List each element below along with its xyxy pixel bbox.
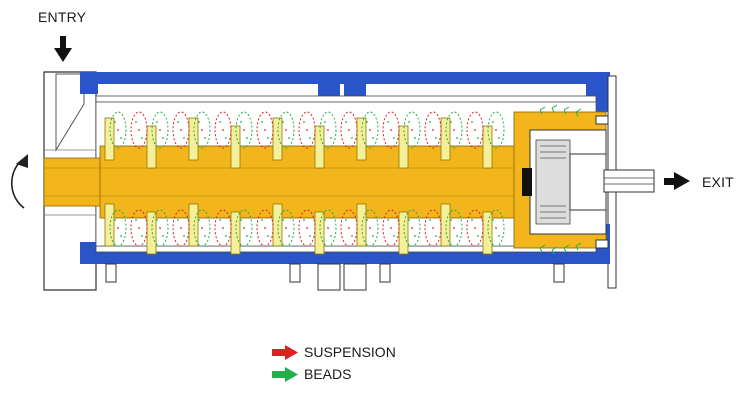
entry-label: ENTRY xyxy=(38,9,87,25)
circulation-loop xyxy=(193,111,211,149)
circulation-loop xyxy=(151,209,169,247)
grinding-disc xyxy=(230,125,241,169)
circulation-loop xyxy=(361,111,379,149)
circulation-loop xyxy=(235,209,253,247)
arrow-right-icon xyxy=(272,345,298,360)
grinding-disc xyxy=(440,117,451,161)
grinding-disc xyxy=(272,117,283,161)
circulation-loop xyxy=(277,111,295,149)
circulation-loop xyxy=(382,209,400,247)
grinding-disc xyxy=(314,211,325,255)
grinding-disc xyxy=(104,203,115,247)
rotation-arrow-icon xyxy=(10,154,28,209)
circulation-loop xyxy=(172,209,190,247)
circulation-loop xyxy=(256,111,274,149)
grinding-disc xyxy=(398,211,409,255)
circulation-loop xyxy=(466,111,484,149)
circulation-loop xyxy=(298,209,316,247)
circulation-loop xyxy=(319,209,337,247)
circulation-loop xyxy=(214,111,232,149)
grinding-disc xyxy=(440,203,451,247)
circulation-loop xyxy=(445,209,463,247)
bead-flow-arrow xyxy=(539,106,546,115)
rotor-shaft xyxy=(43,145,535,219)
grinding-disc xyxy=(482,211,493,255)
bead-flow-arrow xyxy=(539,244,546,253)
circulation-loop xyxy=(109,111,127,149)
legend-item-suspension: SUSPENSION xyxy=(272,344,396,360)
grinding-disc xyxy=(230,211,241,255)
exit-label: EXIT xyxy=(702,174,734,190)
circulation-loop xyxy=(403,111,421,149)
legend-label-suspension: SUSPENSION xyxy=(304,344,396,360)
mounting-bolts xyxy=(105,263,565,291)
bead-flow-arrow xyxy=(575,242,582,251)
grinding-discs xyxy=(104,117,493,255)
grinding-disc xyxy=(146,125,157,169)
circulation-loop xyxy=(424,111,442,149)
outlet-pipe xyxy=(603,169,655,193)
circulation-loop xyxy=(193,209,211,247)
grinding-disc xyxy=(188,203,199,247)
circulation-loop xyxy=(277,209,295,247)
separator-assembly xyxy=(513,111,609,249)
circulation-loop xyxy=(340,111,358,149)
flow-loops xyxy=(109,104,582,255)
circulation-loop xyxy=(235,111,253,149)
circulation-loop xyxy=(340,209,358,247)
circulation-loop xyxy=(151,111,169,149)
legend-item-beads: BEADS xyxy=(272,366,351,382)
grinding-disc xyxy=(482,125,493,169)
circulation-loop xyxy=(445,111,463,149)
circulation-loop xyxy=(487,209,505,247)
circulation-loop xyxy=(172,111,190,149)
circulation-loop xyxy=(130,209,148,247)
grinding-disc xyxy=(314,125,325,169)
circulation-loop xyxy=(361,209,379,247)
circulation-loop xyxy=(319,111,337,149)
bead-flow-arrow xyxy=(551,246,558,255)
legend: SUSPENSION BEADS xyxy=(272,344,396,382)
grinding-disc xyxy=(398,125,409,169)
bead-flow-arrow xyxy=(563,244,570,253)
arrow-right-icon xyxy=(664,172,690,190)
bead-flow-arrow xyxy=(575,108,582,117)
circulation-loop xyxy=(130,111,148,149)
grinding-disc xyxy=(356,203,367,247)
circulation-loop xyxy=(424,209,442,247)
grinding-disc xyxy=(188,117,199,161)
circulation-loop xyxy=(298,111,316,149)
bead-flow-arrow xyxy=(563,106,570,115)
bead-flow-arrow xyxy=(551,104,558,113)
grinding-disc xyxy=(356,117,367,161)
arrow-right-icon xyxy=(272,367,298,382)
circulation-loop xyxy=(214,209,232,247)
legend-label-beads: BEADS xyxy=(304,366,351,382)
arrow-down-icon xyxy=(54,36,72,62)
grinding-disc xyxy=(146,211,157,255)
circulation-loop xyxy=(487,111,505,149)
circulation-loop xyxy=(382,111,400,149)
grinding-disc xyxy=(272,203,283,247)
circulation-loop xyxy=(109,209,127,247)
circulation-loop xyxy=(256,209,274,247)
circulation-loop xyxy=(403,209,421,247)
grinding-disc xyxy=(104,117,115,161)
circulation-loop xyxy=(466,209,484,247)
